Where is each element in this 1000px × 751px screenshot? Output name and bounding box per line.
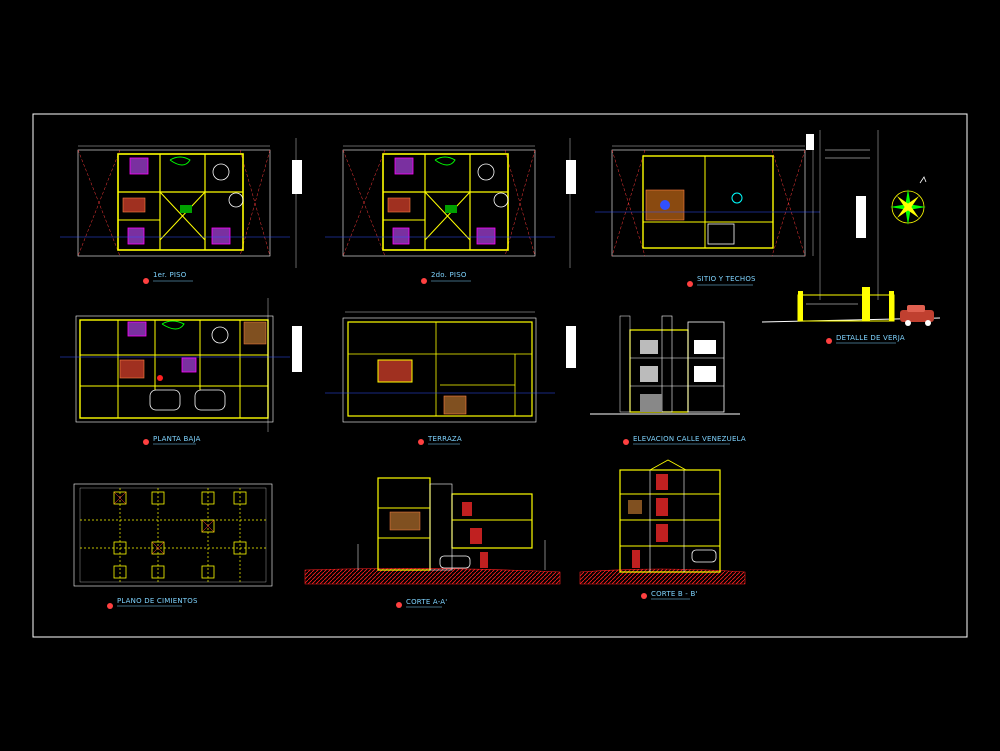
circle-marker-icon — [421, 278, 427, 284]
svg-text:DETALLE DE VERJA: DETALLE DE VERJA — [836, 334, 905, 342]
fence-detail[interactable] — [761, 287, 941, 326]
site-roof-plan[interactable] — [595, 134, 820, 257]
svg-text:SITIO Y TECHOS: SITIO Y TECHOS — [697, 275, 756, 283]
floor-plan-2do-piso[interactable] — [325, 138, 576, 268]
svg-text:1er. PISO: 1er. PISO — [153, 271, 187, 279]
circle-marker-icon — [826, 338, 832, 344]
svg-text:2do. PISO: 2do. PISO — [431, 271, 467, 279]
floor-plan-1er-piso[interactable] — [60, 138, 302, 268]
ground-floor-plan[interactable] — [60, 298, 302, 432]
svg-text:PLANTA BAJA: PLANTA BAJA — [153, 435, 201, 443]
circle-marker-icon — [143, 439, 149, 445]
title-sitio-y-techos: SITIO Y TECHOS — [687, 275, 756, 287]
sheet-frame — [32, 113, 968, 638]
circle-marker-icon — [107, 603, 113, 609]
svg-text:ELEVACION CALLE VENEZUELA: ELEVACION CALLE VENEZUELA — [633, 435, 746, 443]
circle-marker-icon — [641, 593, 647, 599]
title-plano-de-cimientos: PLANO DE CIMIENTOS — [107, 597, 198, 609]
compass-rose-icon — [890, 176, 927, 225]
circle-marker-icon — [623, 439, 629, 445]
title-1er-piso: 1er. PISO — [143, 271, 193, 284]
car-icon — [900, 305, 934, 326]
section-b-b[interactable] — [579, 459, 746, 585]
title-planta-baja: PLANTA BAJA — [143, 435, 201, 445]
terrace-plan[interactable] — [325, 311, 576, 423]
svg-text:PLANO DE CIMIENTOS: PLANO DE CIMIENTOS — [117, 597, 198, 605]
street-elevation[interactable] — [590, 315, 740, 415]
circle-marker-icon — [143, 278, 149, 284]
title-2do-piso: 2do. PISO — [421, 271, 471, 284]
circle-marker-icon — [418, 439, 424, 445]
circle-marker-icon — [687, 281, 693, 287]
title-detalle-de-verja: DETALLE DE VERJA — [826, 334, 905, 344]
title-elevacion-calle-venezuela: ELEVACION CALLE VENEZUELA — [623, 435, 746, 445]
svg-text:CORTE A-A': CORTE A-A' — [406, 598, 447, 606]
title-terraza: TERRAZA — [418, 435, 462, 445]
title-corte-a-a: CORTE A-A' — [396, 598, 447, 608]
section-a-a[interactable] — [304, 477, 561, 585]
location-sketch — [819, 130, 879, 300]
circle-marker-icon — [396, 602, 402, 608]
svg-text:CORTE B - B': CORTE B - B' — [651, 590, 698, 598]
svg-text:TERRAZA: TERRAZA — [427, 435, 462, 443]
title-corte-b-b: CORTE B - B' — [641, 590, 698, 600]
foundation-plan[interactable] — [73, 483, 273, 587]
